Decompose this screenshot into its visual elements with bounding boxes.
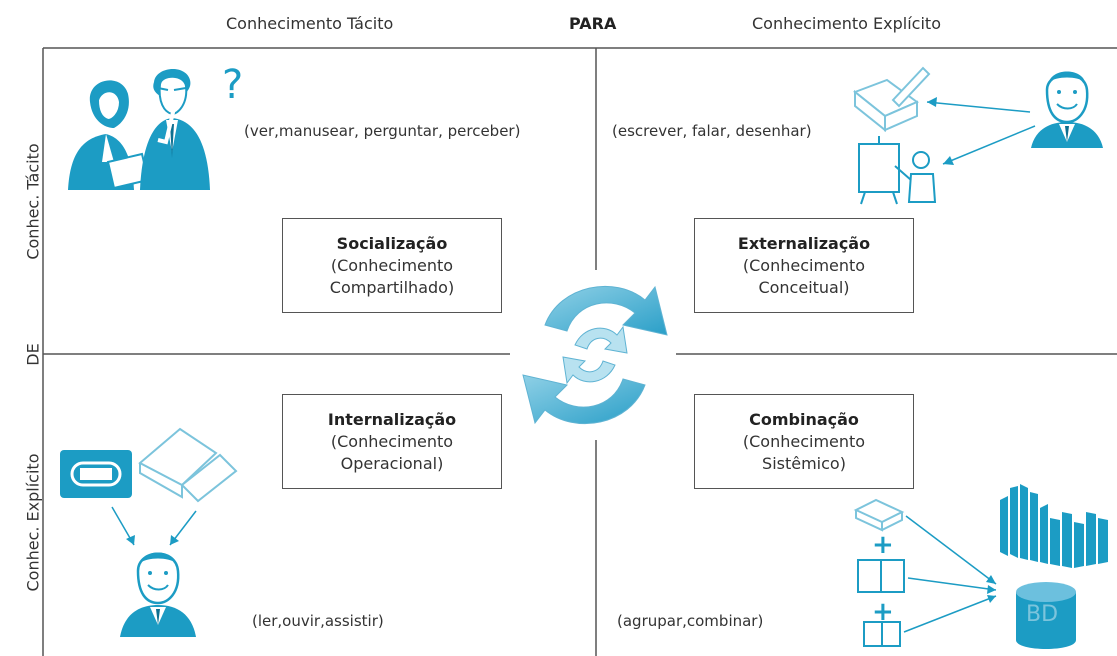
- combinacao-title: Combinação: [749, 409, 859, 429]
- video-tape-icon: [60, 450, 132, 498]
- bookshelf-icon: [1000, 484, 1108, 568]
- externalizacao-box: Externalização (Conhecimento Conceitual): [694, 218, 914, 313]
- header-explicit-label: Conhecimento Explícito: [752, 14, 941, 33]
- socializacao-activities: (ver,manusear, perguntar, perceber): [244, 122, 521, 140]
- internalizacao-line1: (Conhecimento: [330, 431, 454, 451]
- cycle-arrows-icon: [522, 285, 668, 425]
- plus-icon: +: [872, 530, 894, 560]
- combinacao-line1: (Conhecimento: [742, 431, 866, 451]
- database-label: BD: [1026, 602, 1059, 627]
- combinacao-line2: Sistêmico): [762, 453, 846, 473]
- open-book-icon: [138, 427, 238, 503]
- database-icon: [1016, 582, 1076, 649]
- header-tacit-label: Conhecimento Tácito: [226, 14, 394, 33]
- socializacao-box: Socialização (Conhecimento Compartilhado…: [282, 218, 502, 313]
- people-talking-icon: [68, 68, 210, 190]
- internalizacao-line2: Operacional): [340, 453, 444, 473]
- externalizacao-title: Externalização: [737, 233, 871, 253]
- man-avatar-icon: [120, 552, 196, 637]
- socializacao-title: Socialização: [336, 233, 448, 253]
- combinacao-activities: (agrupar,combinar): [617, 612, 764, 630]
- small-book-icon: [853, 498, 905, 532]
- internalizacao-activities: (ler,ouvir,assistir): [252, 612, 384, 630]
- easel-presenter-icon: [858, 136, 937, 205]
- combination-illustration: [853, 484, 1108, 649]
- man-avatar-icon: [1031, 71, 1103, 148]
- socializacao-line1: (Conhecimento: [330, 255, 454, 275]
- combinacao-box: Combinação (Conhecimento Sistêmico): [694, 394, 914, 489]
- externalization-illustration: [853, 66, 1103, 205]
- internalizacao-box: Internalização (Conhecimento Operacional…: [282, 394, 502, 489]
- externalizacao-line1: (Conhecimento: [742, 255, 866, 275]
- book-pen-icon: [853, 66, 931, 133]
- question-mark-icon: ?: [222, 62, 244, 108]
- socializacao-line2: Compartilhado): [329, 277, 455, 297]
- internalization-illustration: [60, 427, 238, 637]
- header-para-label: PARA: [569, 14, 617, 33]
- small-open-book-icon: [863, 621, 901, 647]
- internalizacao-title: Internalização: [327, 409, 457, 429]
- externalizacao-activities: (escrever, falar, desenhar): [612, 122, 812, 140]
- externalizacao-line2: Conceitual): [758, 277, 850, 297]
- plus-icon: +: [872, 597, 894, 627]
- open-book-icon: [857, 559, 905, 593]
